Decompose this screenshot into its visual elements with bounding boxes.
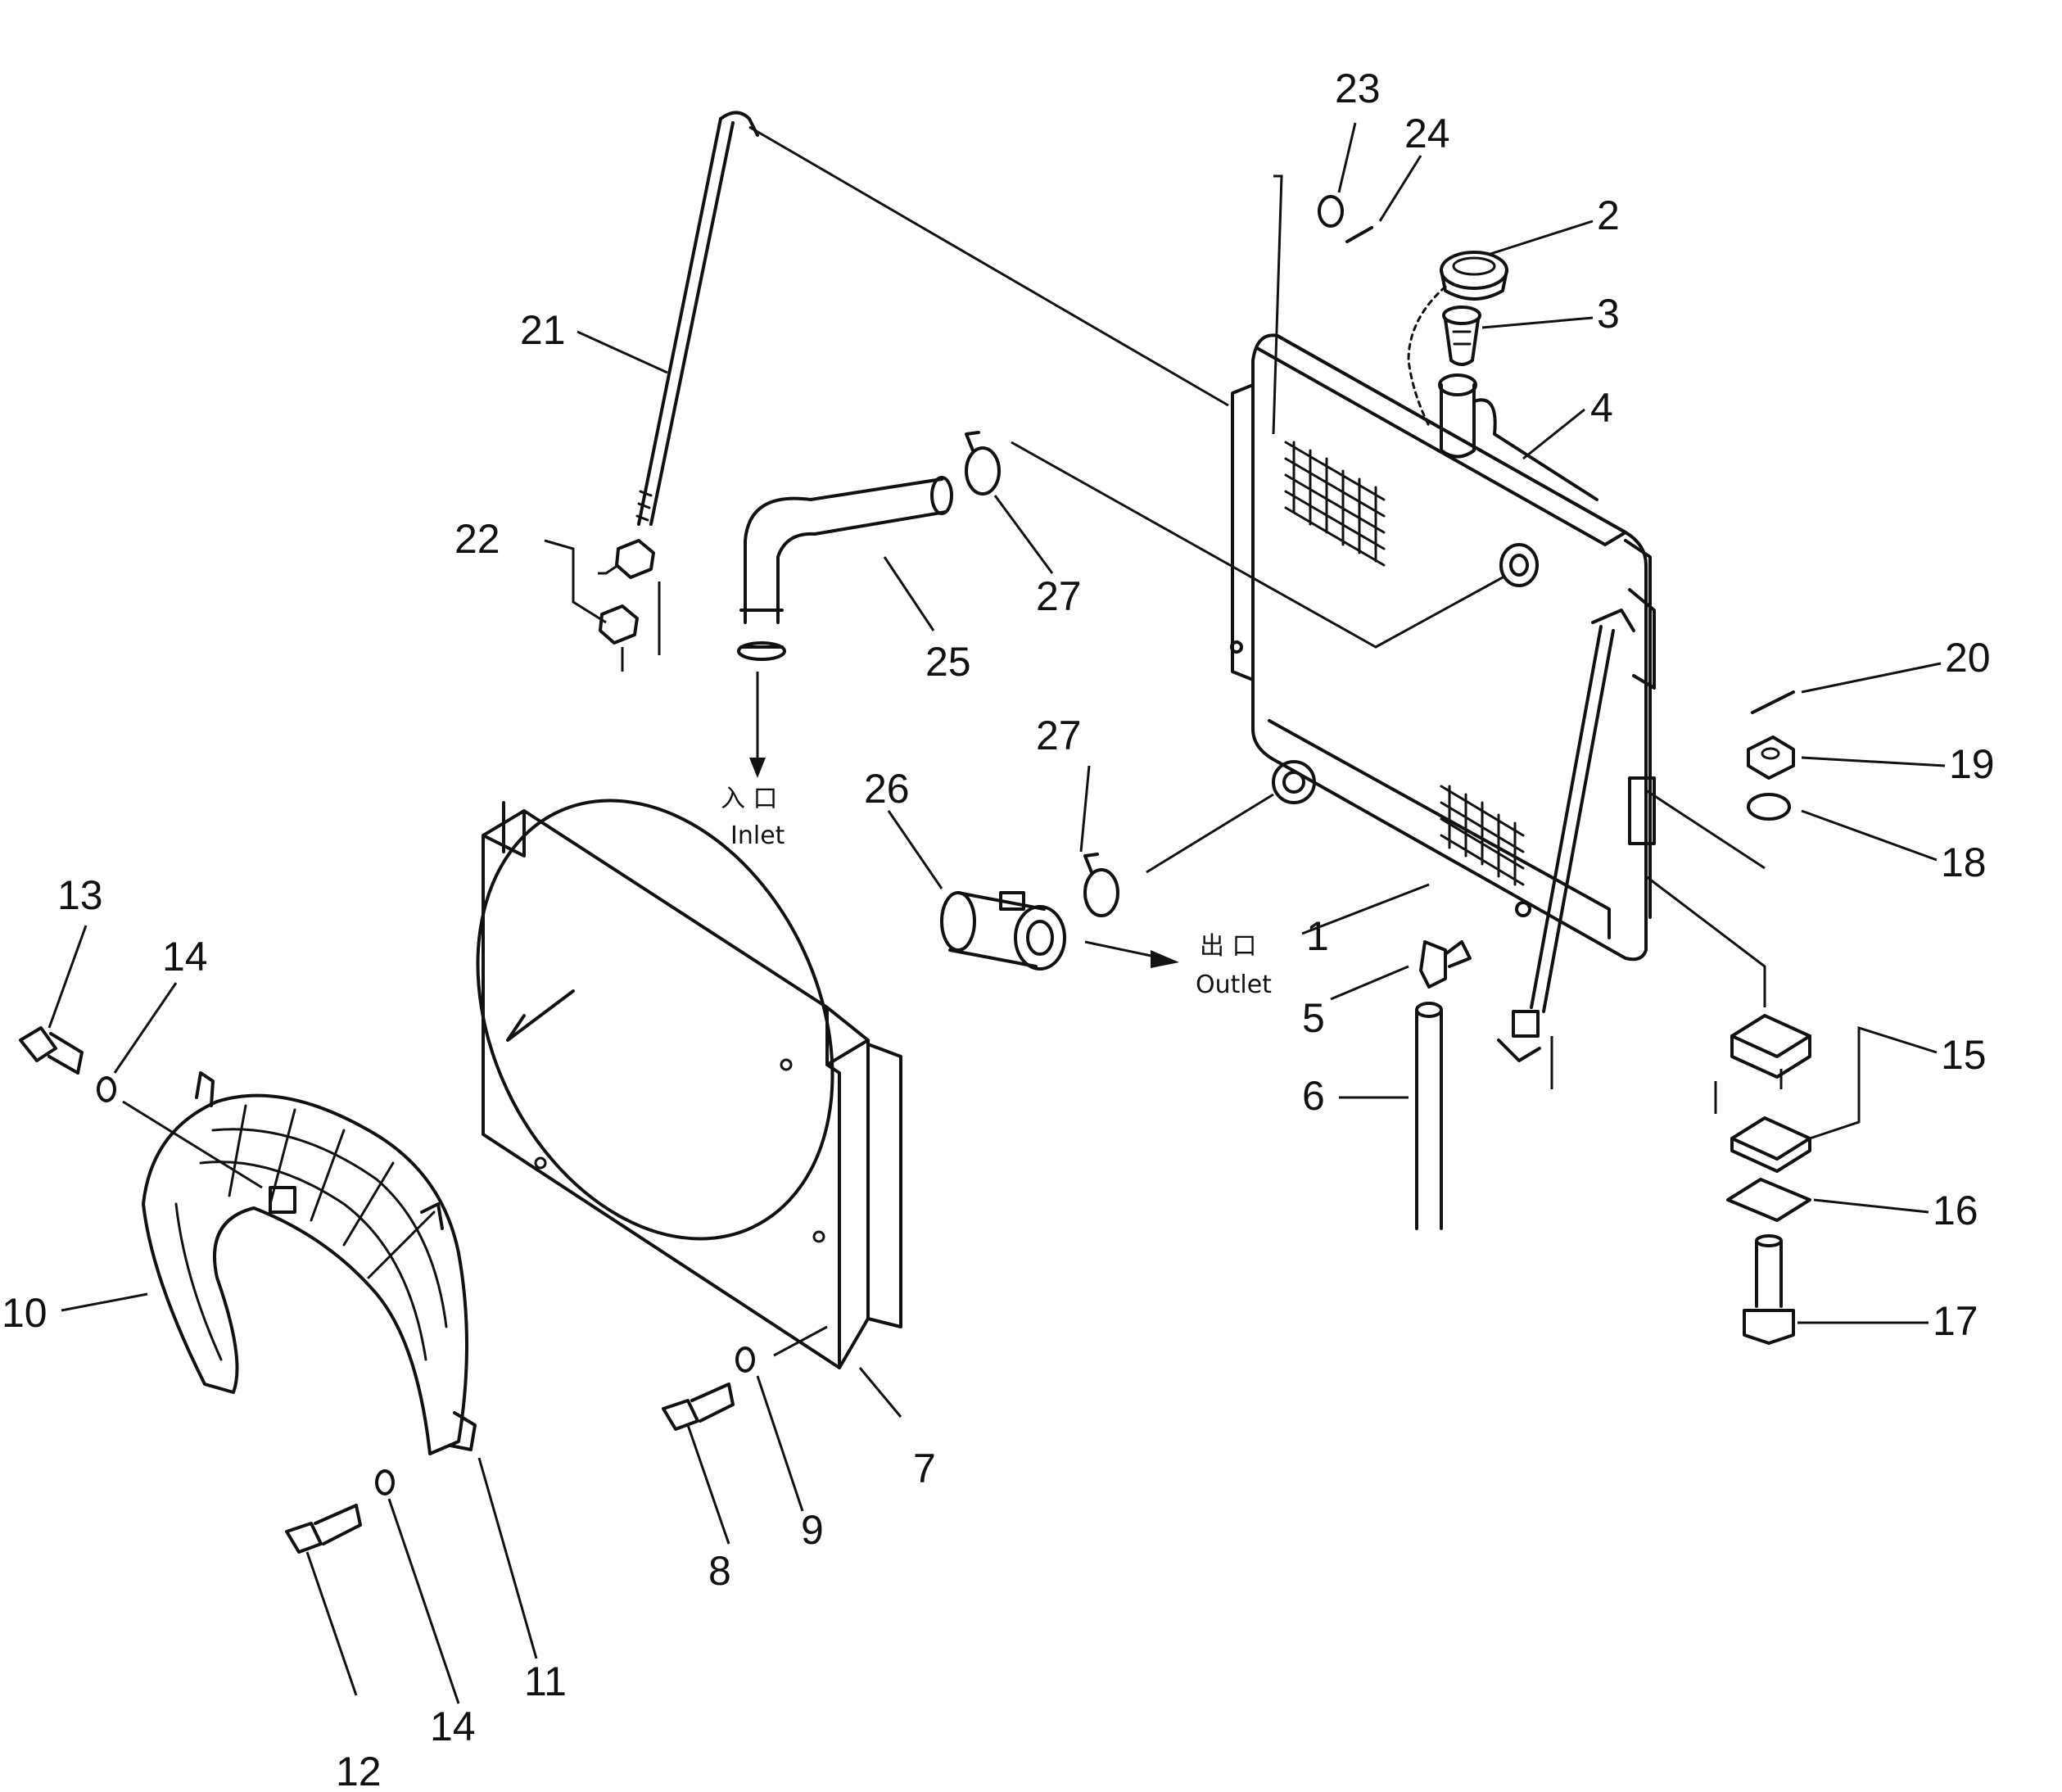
callout-7: 7 bbox=[913, 1446, 936, 1491]
radiator-mesh-upper bbox=[1284, 441, 1386, 567]
callout-23: 23 bbox=[1335, 66, 1381, 111]
drain-cock bbox=[1419, 940, 1472, 989]
assembly-lines bbox=[122, 125, 1783, 1357]
callout-25: 25 bbox=[925, 639, 971, 685]
callout-14b: 14 bbox=[430, 1704, 476, 1749]
callout-20: 20 bbox=[1945, 635, 1991, 681]
rod-21 bbox=[635, 111, 759, 526]
callout-1: 1 bbox=[1306, 913, 1329, 959]
callout-11: 11 bbox=[524, 1659, 567, 1704]
callout-16: 16 bbox=[1933, 1188, 1978, 1233]
callout-18: 18 bbox=[1941, 839, 1987, 885]
callout-labels: 1 2 3 4 5 6 7 8 9 10 11 12 13 14 14 15 1… bbox=[2, 66, 1995, 1792]
callout-4: 4 bbox=[1590, 385, 1613, 431]
inlet-arrow bbox=[749, 672, 766, 778]
washer-23 bbox=[1318, 195, 1344, 228]
radiator-mesh-lower bbox=[1440, 785, 1525, 886]
callout-leaders bbox=[47, 122, 1946, 1704]
outlet-label-cjk: 出 口 bbox=[1200, 932, 1257, 961]
cushion-15 bbox=[1730, 1014, 1811, 1173]
callout-5: 5 bbox=[1302, 995, 1325, 1041]
callout-3: 3 bbox=[1597, 291, 1620, 337]
callout-8: 8 bbox=[708, 1548, 731, 1594]
callout-17: 17 bbox=[1933, 1298, 1978, 1344]
callout-24: 24 bbox=[1404, 111, 1450, 156]
radiator-core bbox=[1230, 333, 1656, 1062]
plate-16 bbox=[1726, 1178, 1811, 1222]
lower-hose bbox=[940, 891, 1066, 971]
bolt-13 bbox=[19, 1026, 84, 1075]
inlet-label: Inlet bbox=[730, 821, 785, 850]
callout-9: 9 bbox=[801, 1507, 824, 1553]
callout-22: 22 bbox=[454, 516, 500, 562]
hose-clamp-upper bbox=[965, 431, 1001, 496]
bolt-12 bbox=[285, 1504, 362, 1554]
upper-hose bbox=[737, 476, 953, 661]
nut-19 bbox=[1747, 735, 1795, 780]
callout-12: 12 bbox=[336, 1749, 382, 1792]
washer-14-upper bbox=[97, 1076, 116, 1102]
bolt-8 bbox=[662, 1382, 735, 1431]
callout-13: 13 bbox=[57, 872, 103, 918]
callout-26: 26 bbox=[864, 766, 910, 812]
cap-chain bbox=[1407, 285, 1447, 428]
washer-18 bbox=[1747, 793, 1791, 821]
callout-27a: 27 bbox=[1036, 573, 1082, 619]
nuts-22 bbox=[599, 539, 655, 645]
hose-clamp-lower bbox=[1083, 853, 1119, 917]
split-pin-24 bbox=[1345, 226, 1373, 243]
callout-14a: 14 bbox=[162, 934, 208, 980]
callout-10: 10 bbox=[2, 1290, 47, 1336]
bolt-17 bbox=[1743, 1234, 1795, 1345]
drain-hose bbox=[1415, 1002, 1443, 1230]
callout-21: 21 bbox=[520, 307, 566, 353]
washer-9 bbox=[735, 1346, 755, 1373]
fan-guard bbox=[142, 1071, 477, 1455]
callout-19: 19 bbox=[1949, 741, 1995, 787]
washer-14-lower bbox=[375, 1469, 395, 1496]
inlet-label-cjk: 入 口 bbox=[721, 785, 778, 813]
callout-27b: 27 bbox=[1036, 713, 1082, 758]
fan-shroud bbox=[476, 799, 902, 1369]
callout-2: 2 bbox=[1597, 192, 1620, 238]
flow-labels: 入 口 Inlet 出 口 Outlet bbox=[721, 785, 1272, 999]
outlet-label: Outlet bbox=[1196, 971, 1272, 999]
outlet-arrow bbox=[1084, 940, 1179, 968]
callout-6: 6 bbox=[1302, 1073, 1325, 1119]
callout-15: 15 bbox=[1941, 1032, 1987, 1078]
radiator-cap bbox=[1440, 251, 1508, 301]
split-pin-20 bbox=[1751, 690, 1795, 714]
strainer bbox=[1442, 305, 1481, 366]
